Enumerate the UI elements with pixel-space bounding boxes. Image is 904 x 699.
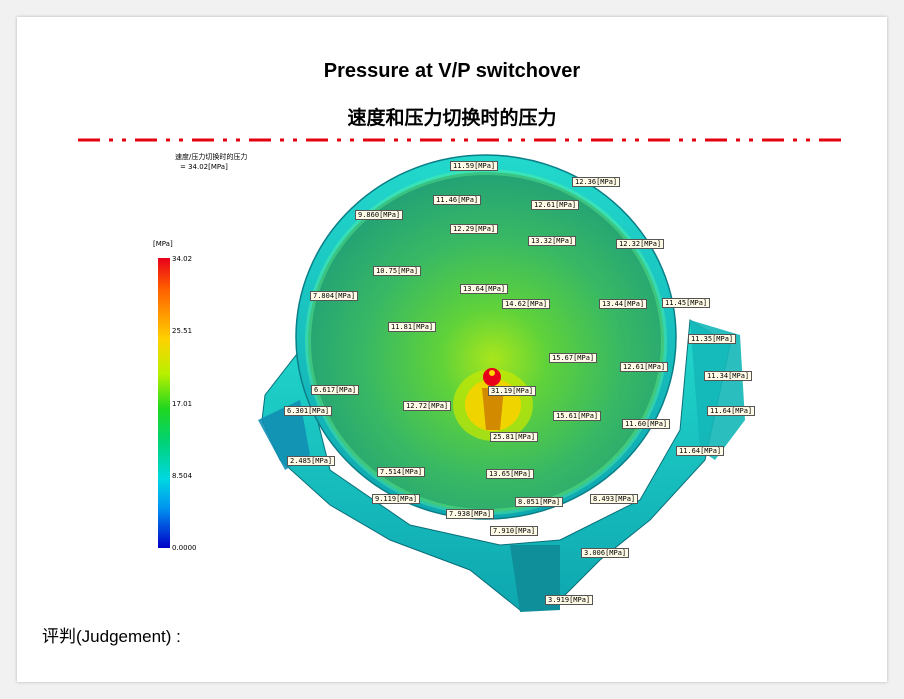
divider-line	[78, 138, 848, 142]
legend-tick: 8.504	[172, 472, 193, 480]
legend-tick: 17.01	[172, 400, 193, 408]
pressure-probe: 31.19[MPa]	[488, 386, 537, 396]
pressure-probe: 11.45[MPa]	[662, 298, 711, 308]
pressure-probe: 11.60[MPa]	[622, 419, 671, 429]
gate-hotspot	[483, 368, 501, 386]
pressure-probe: 11.64[MPa]	[707, 406, 756, 416]
pressure-probe: 9.860[MPa]	[355, 210, 404, 220]
result-name: 速度/压力切换时的压力	[175, 153, 248, 161]
pressure-probe: 6.301[MPa]	[284, 406, 333, 416]
pressure-probe: 7.514[MPa]	[377, 467, 426, 477]
legend-unit: [MPa]	[153, 240, 173, 248]
part-flange-right	[690, 320, 745, 460]
pressure-probe: 25.81[MPa]	[490, 432, 539, 442]
pressure-probe: 9.119[MPa]	[372, 494, 421, 504]
pressure-probe: 11.81[MPa]	[388, 322, 437, 332]
pressure-probe: 8.051[MPa]	[515, 497, 564, 507]
pressure-probe: 6.617[MPa]	[311, 385, 360, 395]
pressure-probe: 15.61[MPa]	[553, 411, 602, 421]
legend-tick: 25.51	[172, 327, 193, 335]
pressure-probe: 2.485[MPa]	[287, 456, 336, 466]
pressure-probe: 7.804[MPa]	[310, 291, 359, 301]
pressure-probe: 15.67[MPa]	[549, 353, 598, 363]
pressure-probe: 7.938[MPa]	[446, 509, 495, 519]
pressure-probe: 12.32[MPa]	[616, 239, 665, 249]
pressure-probe: 10.75[MPa]	[373, 266, 422, 276]
pressure-probe: 13.65[MPa]	[486, 469, 535, 479]
pressure-probe: 11.64[MPa]	[676, 446, 725, 456]
pressure-probe: 11.59[MPa]	[450, 161, 499, 171]
result-value: = 34.02[MPa]	[180, 163, 228, 171]
legend-tick: 34.02	[172, 255, 193, 263]
pressure-probe: 11.35[MPa]	[688, 334, 737, 344]
gate-cone	[482, 388, 504, 430]
legend-tick: 0.0000	[172, 544, 197, 552]
color-legend-bar	[158, 258, 170, 548]
pressure-probe: 12.36[MPa]	[572, 177, 621, 187]
part-cavity	[308, 172, 664, 512]
pressure-probe: 3.919[MPa]	[545, 595, 594, 605]
pressure-probe: 13.44[MPa]	[599, 299, 648, 309]
pressure-probe: 11.34[MPa]	[704, 371, 753, 381]
pressure-probe: 3.006[MPa]	[581, 548, 630, 558]
title-english: Pressure at V/P switchover	[323, 60, 581, 82]
pressure-probe: 7.910[MPa]	[490, 526, 539, 536]
pressure-probe: 14.62[MPa]	[502, 299, 551, 309]
gate-hotspot-core	[489, 370, 495, 376]
pressure-probe: 13.32[MPa]	[528, 236, 577, 246]
title-chinese: 速度和压力切换时的压力	[347, 107, 557, 129]
pressure-probe: 12.72[MPa]	[403, 401, 452, 411]
judgement-label: 评判(Judgement) :	[42, 627, 181, 646]
part-flange-left	[258, 400, 310, 470]
pressure-probe: 12.61[MPa]	[531, 200, 580, 210]
pressure-probe: 12.61[MPa]	[620, 362, 669, 372]
pressure-probe: 13.64[MPa]	[460, 284, 509, 294]
pressure-probe: 8.493[MPa]	[590, 494, 639, 504]
part-skirt	[261, 319, 731, 611]
pressure-probe: 12.29[MPa]	[450, 224, 499, 234]
pressure-probe: 11.46[MPa]	[433, 195, 482, 205]
result-label: 速度/压力切换时的压力 = 34.02[MPa]	[175, 152, 247, 172]
